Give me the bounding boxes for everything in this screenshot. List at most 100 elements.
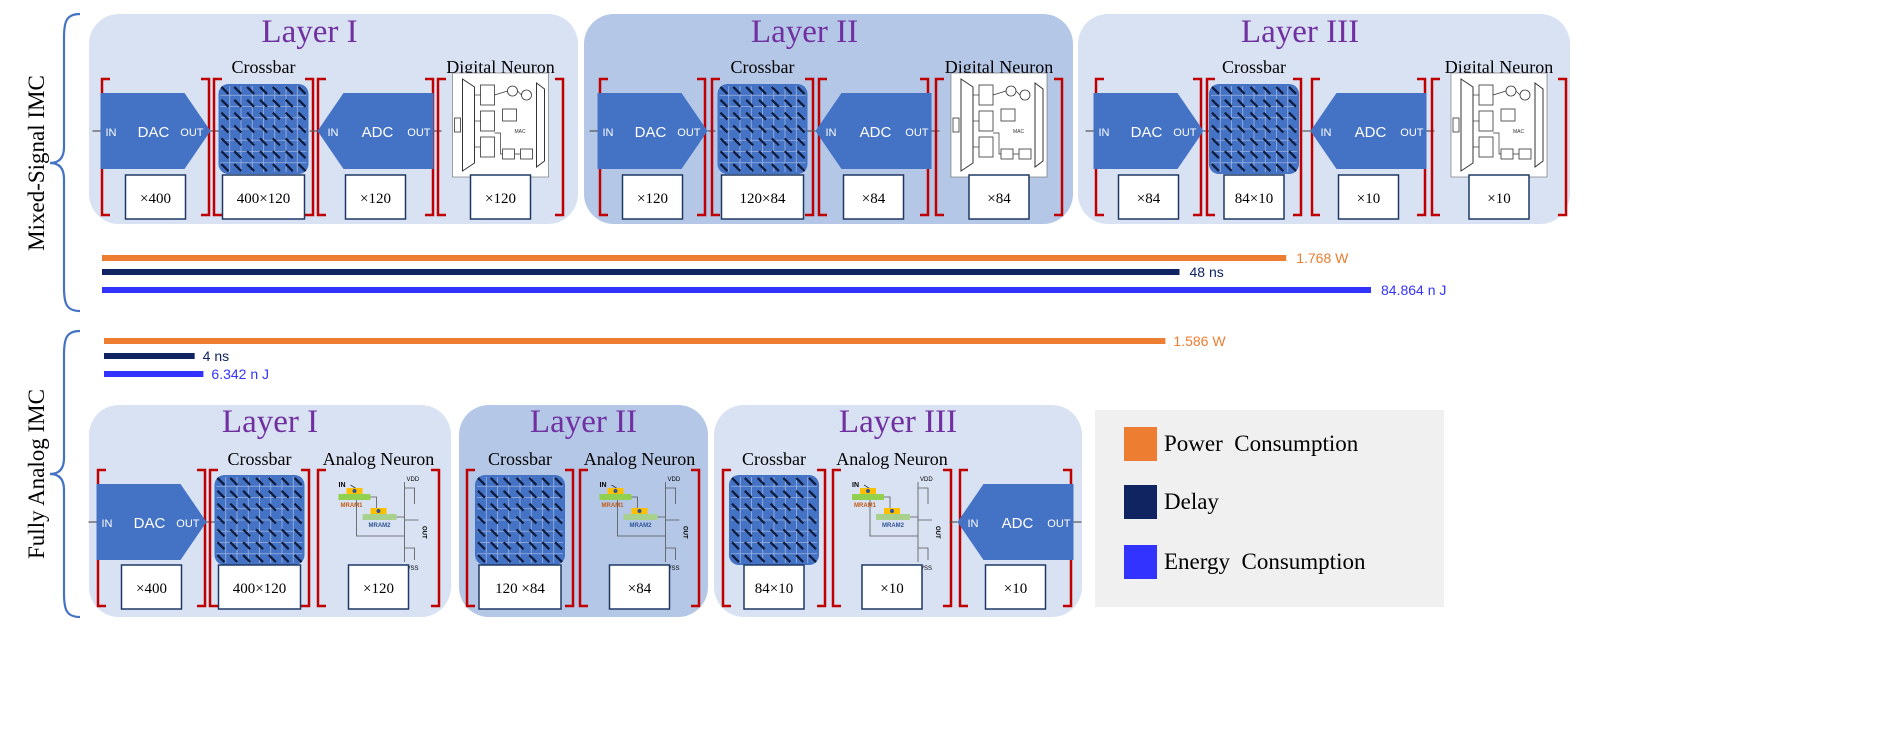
crossbar-cell [783,99,793,108]
count-box [743,564,805,610]
crossbar-cell [771,111,780,121]
crossbar-cell [744,541,753,550]
digital-neuron-output-mux [536,82,545,168]
crossbar-cell [259,163,268,172]
crossbar-cell [515,502,525,512]
crossbar-cell [1288,99,1297,108]
crossbar-cell [246,86,255,95]
crossbar-cell [796,137,806,147]
bracket-right [201,77,211,217]
crossbar-cell [554,502,563,512]
crossbar-cell [242,502,251,512]
dac-block [96,484,207,560]
crossbar-cell [229,502,239,512]
crossbar-cell [477,515,486,525]
crossbar-cell [756,502,766,512]
mram1-dot [613,489,618,493]
crossbar-cell [297,86,307,95]
component-bracket [1205,77,1303,217]
crossbar-cell [242,490,251,499]
component-heading: Analog Neuron [323,449,434,469]
crossbar-cell [1262,86,1272,95]
crossbar-cell [796,99,806,108]
crossbar-cell [1288,137,1297,147]
crossbar-cell [769,528,779,538]
crossbar-cell [783,86,793,95]
count-box [720,174,805,220]
mram1-layer [599,494,632,500]
crossbar-cell [515,477,525,486]
analog-neuron-vdd-label: VDD [668,477,681,483]
crossbar-cell [808,477,817,486]
mram1-dot [866,489,870,493]
analog-neuron-transistor [404,487,415,560]
crossbar-cell [528,541,538,550]
dac-in-label: IN [106,127,117,139]
digital-neuron-mac-label: MAC [1513,129,1525,135]
crossbar-cell [220,137,230,147]
crossbar-cell [280,477,290,486]
digital-neuron-mac-label: MAC [515,129,527,135]
crossbar-cell [259,150,268,159]
adc-block [1310,93,1427,169]
crossbar-cell [255,515,264,525]
adc-block [815,93,932,169]
count-box [124,174,187,220]
crossbar-cell [528,554,538,563]
crossbar-cell [229,554,239,563]
crossbar-cell [268,502,277,512]
digital-neuron-wire [1492,90,1521,96]
crossbar-cell [229,490,239,499]
digital-neuron-wire [992,90,1021,96]
crossbar-cell [771,137,780,147]
bracket-left [817,77,827,217]
crossbar-cell [1249,111,1259,121]
crossbar-cell [771,150,780,159]
crossbar-cell [220,124,230,134]
crossbar-cell [229,515,239,525]
crossbar-cell [220,150,230,159]
count-label: ×120 [637,191,668,207]
legend-label-delay: Delay [1164,489,1219,514]
crossbar-cell [758,86,767,95]
crossbar-cell [259,111,268,121]
adc-label: ADC [860,124,892,141]
count-box [478,564,562,610]
crossbar-cell [1262,111,1272,121]
crossbar-cell [796,86,806,95]
crossbar-cell [297,163,307,172]
crossbar-cell [216,554,226,563]
count-box [861,564,923,610]
crossbar-cell [756,554,766,563]
dac-out-label: OUT [1173,127,1197,139]
crossbar-cell [756,490,766,499]
digital-neuron-block [1500,108,1516,122]
crossbar-cell [719,111,729,121]
crossbar-cell [268,554,277,563]
crossbar-cell [246,124,255,134]
crossbar-cell [233,86,243,95]
metric-value-label: 48 ns [1189,264,1223,280]
crossbar-cell [731,528,740,538]
crossbar-cell [233,99,243,108]
digital-neuron-wire [494,132,521,155]
crossbar-cell [284,137,294,147]
component-bracket [212,77,315,217]
crossbar-cell [1249,163,1259,172]
digital-neuron-register [978,136,994,158]
crossbar-cell [1288,86,1297,95]
digital-neuron-output-mux [1534,82,1544,168]
bracket-right [1293,77,1303,217]
digital-neuron-multiplier [1519,89,1531,101]
crossbar-cell [280,541,290,550]
crossbar-cell [1262,99,1272,108]
crossbar-cell [795,528,804,538]
count-label: 84×10 [1235,191,1273,207]
digital-neuron-mux [960,78,974,172]
metric-value-label: 1.586 W [1173,333,1226,349]
mram2-label: MRAM2 [630,523,653,529]
analog-neuron-out-label: OUT [421,526,427,539]
section-brace [49,12,81,313]
crossbar-cell [758,99,767,108]
crossbar-cell [732,150,742,159]
